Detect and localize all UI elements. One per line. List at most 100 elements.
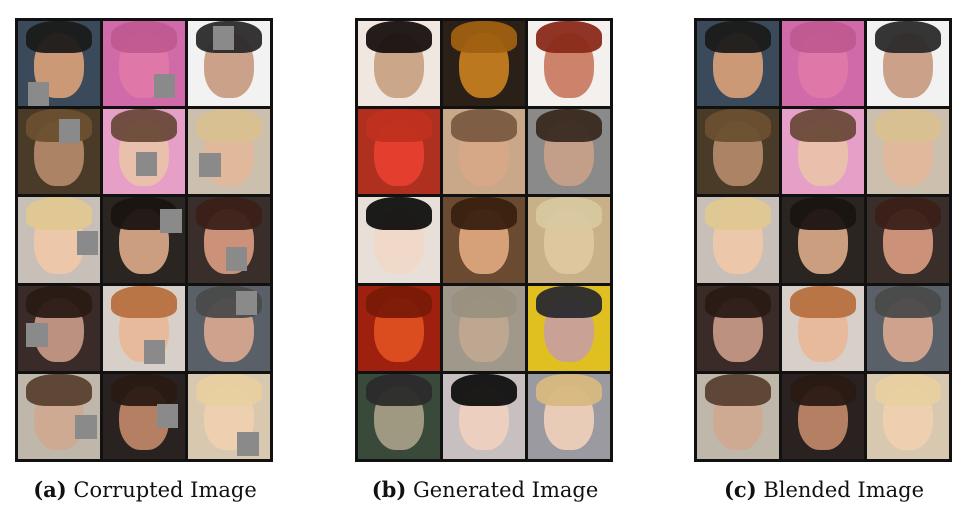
hair-shape	[111, 373, 177, 407]
hair-shape	[366, 373, 432, 407]
face-thumbnail	[867, 285, 949, 371]
hair-shape	[705, 109, 771, 142]
face-thumbnail	[188, 109, 270, 195]
corruption-mask	[235, 290, 257, 315]
face-thumbnail	[103, 285, 185, 371]
hair-shape	[26, 21, 92, 54]
corruption-mask	[160, 209, 182, 234]
face-thumbnail	[697, 285, 779, 371]
caption-label: (b)	[371, 477, 407, 502]
face-thumbnail	[528, 285, 610, 371]
face-thumbnail	[528, 373, 610, 459]
image-grid-blended	[694, 18, 952, 462]
face-thumbnail	[443, 21, 525, 107]
hair-shape	[451, 373, 517, 407]
hair-shape	[111, 285, 177, 318]
hair-shape	[536, 109, 602, 142]
face-thumbnail	[18, 21, 100, 107]
face-thumbnail	[867, 197, 949, 283]
face-thumbnail	[697, 21, 779, 107]
corruption-mask	[26, 323, 48, 347]
face-thumbnail	[528, 21, 610, 107]
caption-title: Blended Image	[763, 478, 925, 502]
hair-shape	[366, 109, 432, 142]
face-thumbnail	[358, 373, 440, 459]
hair-shape	[875, 285, 941, 318]
caption-title: Corrupted Image	[73, 478, 257, 502]
hair-shape	[875, 197, 941, 230]
face-thumbnail	[528, 109, 610, 195]
face-thumbnail	[782, 197, 864, 283]
face-thumbnail	[18, 197, 100, 283]
hair-shape	[705, 21, 771, 54]
corruption-mask	[237, 431, 259, 456]
hair-shape	[26, 197, 92, 230]
corruption-mask	[157, 404, 179, 429]
face-thumbnail	[867, 373, 949, 459]
hair-shape	[196, 373, 262, 407]
hair-shape	[111, 21, 177, 54]
face-thumbnail	[188, 373, 270, 459]
face-thumbnail	[358, 109, 440, 195]
caption-label: (c)	[723, 477, 757, 502]
hair-shape	[26, 373, 92, 407]
hair-shape	[875, 109, 941, 142]
hair-shape	[536, 285, 602, 318]
face-thumbnail	[18, 285, 100, 371]
corruption-mask	[199, 153, 221, 178]
corruption-mask	[59, 119, 81, 144]
face-thumbnail	[103, 197, 185, 283]
face-thumbnail	[103, 373, 185, 459]
face-thumbnail	[697, 373, 779, 459]
corruption-mask	[212, 26, 234, 50]
hair-shape	[875, 21, 941, 54]
hair-shape	[790, 285, 856, 318]
corruption-mask	[75, 414, 97, 439]
face-thumbnail	[18, 109, 100, 195]
corruption-mask	[225, 246, 248, 271]
hair-shape	[536, 373, 602, 407]
hair-shape	[26, 285, 92, 318]
face-thumbnail	[443, 285, 525, 371]
hair-shape	[790, 197, 856, 230]
caption-title: Generated Image	[412, 478, 599, 502]
corruption-mask	[27, 82, 50, 107]
hair-shape	[705, 285, 771, 318]
face-thumbnail	[188, 197, 270, 283]
hair-shape	[536, 197, 602, 230]
caption-blended: (c) Blended Image	[694, 477, 954, 502]
face-thumbnail	[697, 109, 779, 195]
caption-generated: (b) Generated Image	[355, 477, 615, 502]
hair-shape	[196, 109, 262, 142]
face-thumbnail	[103, 109, 185, 195]
hair-shape	[790, 21, 856, 54]
face-thumbnail	[867, 109, 949, 195]
face-thumbnail	[188, 21, 270, 107]
corruption-mask	[153, 73, 176, 98]
face-thumbnail	[867, 21, 949, 107]
face-thumbnail	[358, 197, 440, 283]
face-thumbnail	[782, 373, 864, 459]
hair-shape	[366, 197, 432, 230]
image-grid-generated	[355, 18, 613, 462]
hair-shape	[451, 197, 517, 230]
hair-shape	[451, 285, 517, 318]
corruption-mask	[144, 340, 166, 364]
hair-shape	[790, 109, 856, 142]
face-thumbnail	[697, 197, 779, 283]
hair-shape	[366, 21, 432, 54]
hair-shape	[451, 109, 517, 142]
face-thumbnail	[103, 21, 185, 107]
hair-shape	[790, 373, 856, 407]
hair-shape	[705, 373, 771, 407]
hair-shape	[196, 197, 262, 230]
hair-shape	[26, 109, 92, 142]
hair-shape	[875, 373, 941, 407]
corruption-mask	[77, 231, 99, 256]
face-thumbnail	[443, 109, 525, 195]
hair-shape	[111, 109, 177, 142]
face-thumbnail	[358, 21, 440, 107]
hair-shape	[536, 21, 602, 54]
caption-label: (a)	[33, 477, 67, 502]
hair-shape	[366, 285, 432, 318]
